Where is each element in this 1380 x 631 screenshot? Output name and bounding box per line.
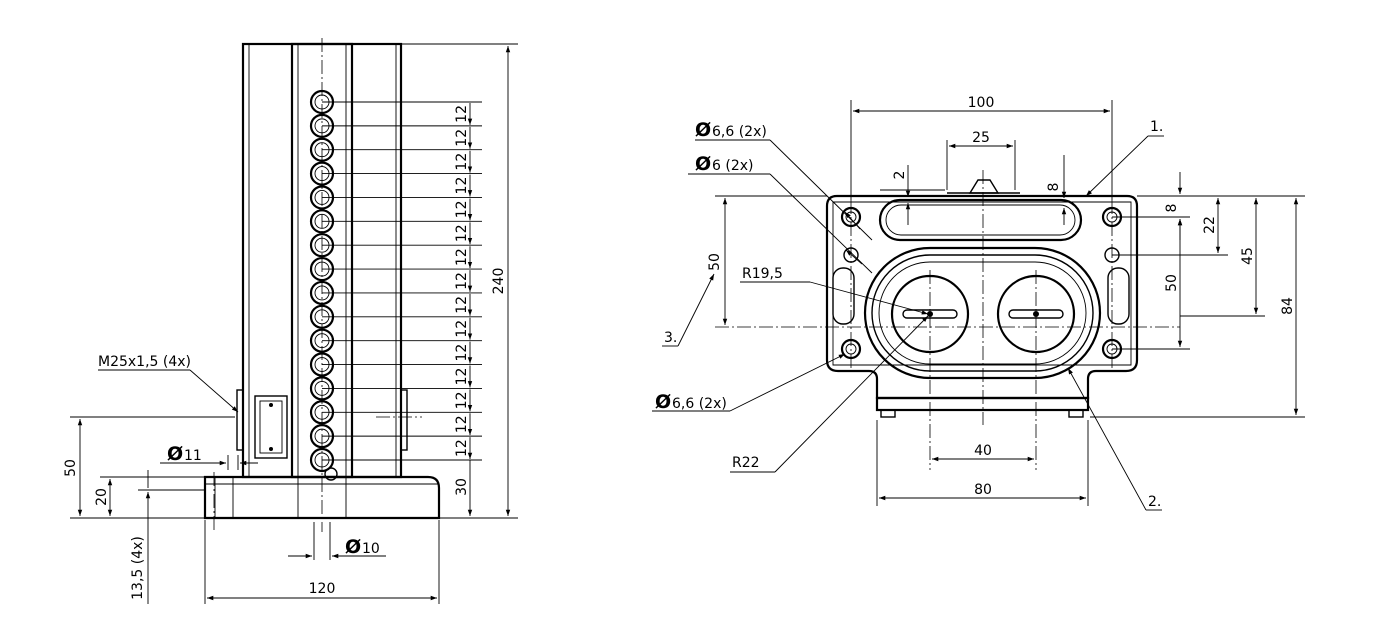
dim-80: 80 (974, 482, 992, 498)
dim-45: 45 (1240, 247, 1256, 265)
dia-6-label: 6 (2x) (712, 158, 753, 174)
pitch-dimension-label: 12 (454, 177, 470, 195)
dia-11-symbol: Ø (167, 443, 183, 465)
dim-240: 240 (491, 268, 507, 295)
pitch-dimension-label: 12 (454, 368, 470, 386)
pitch-dimension-label: 12 (454, 320, 470, 338)
dim-8-top: 8 (1046, 183, 1062, 192)
pitch-dimension-label: 12 (454, 344, 470, 362)
dim-22: 22 (1202, 216, 1218, 234)
dia-11-label: 11 (184, 448, 202, 464)
side-view-pitch-dimensions: 12 12 12 12 12 12 12 12 12 12 12 12 12 12 12 (322, 101, 482, 461)
dim-50-side: 50 (63, 459, 79, 477)
r22-label: R22 (732, 455, 760, 471)
pitch-dimension-label: 12 (454, 248, 470, 266)
dia-10-symbol: Ø (345, 536, 361, 558)
callout-3: 3. (664, 330, 677, 346)
dim-8-right: 8 (1164, 204, 1180, 213)
pitch-dimension-label: 12 (454, 272, 470, 290)
pitch-dimension-label: 12 (454, 391, 470, 409)
callout-2: 2. (1148, 494, 1161, 510)
pitch-dimension-label: 12 (454, 224, 470, 242)
dia-66-bottom-symbol: Ø (655, 391, 671, 413)
dia-66-top-symbol: Ø (695, 119, 711, 141)
dim-40: 40 (974, 443, 992, 459)
pitch-dimension-label: 12 (454, 439, 470, 457)
pitch-dimension-label: 12 (454, 296, 470, 314)
dim-100: 100 (968, 95, 995, 111)
side-view: 12 12 12 12 12 12 12 12 12 12 12 12 12 12 12 240 30 12… (63, 38, 518, 604)
dim-120: 120 (309, 581, 336, 597)
dia-66-bottom-label: 6,6 (2x) (672, 396, 727, 412)
pitch-dimension-label: 12 (454, 105, 470, 123)
callout-1: 1. (1150, 119, 1163, 135)
thread-label: M25x1,5 (4x) (98, 354, 191, 370)
dia-6-symbol: Ø (695, 153, 711, 175)
dim-30: 30 (454, 478, 470, 496)
dia-66-top-label: 6,6 (2x) (712, 124, 767, 140)
dim-25: 25 (972, 130, 990, 146)
dim-50-left: 50 (707, 253, 723, 271)
dim-50-right: 50 (1164, 274, 1180, 292)
dim-2: 2 (892, 171, 908, 180)
pitch-dimension-label: 12 (454, 415, 470, 433)
pitch-dimension-label: 12 (454, 200, 470, 218)
pitch-dimension-label: 12 (454, 153, 470, 171)
dia-10-label: 10 (362, 541, 380, 557)
pitch-dimension-label: 12 (454, 129, 470, 147)
dim-20: 20 (94, 488, 110, 506)
front-view: 100 25 2 8 8 22 50 45 (652, 95, 1305, 511)
dim-13-5: 13,5 (4x) (130, 536, 146, 600)
dim-84: 84 (1280, 297, 1296, 315)
r19-5-label: R19,5 (742, 266, 783, 282)
